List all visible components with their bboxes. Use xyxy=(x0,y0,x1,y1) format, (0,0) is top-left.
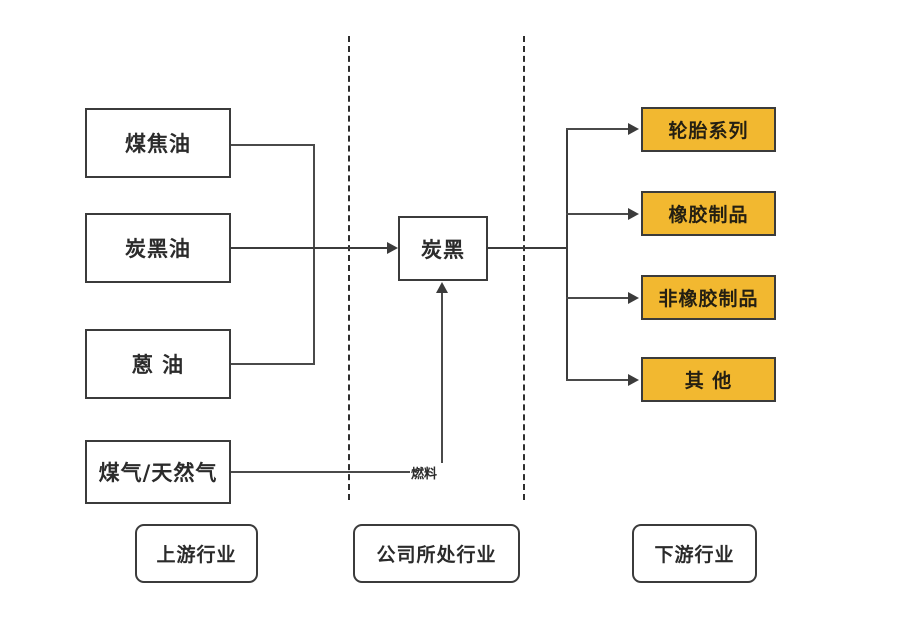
connector-branch-others xyxy=(566,379,630,381)
legend-label: 上游行业 xyxy=(156,544,237,566)
node-anthracene-oil[interactable]: 蒽 油 xyxy=(85,329,231,399)
legend-downstream-industry[interactable]: 下游行业 xyxy=(632,524,757,583)
node-label: 轮胎系列 xyxy=(668,120,749,142)
node-carbon-black-oil[interactable]: 炭黑油 xyxy=(85,213,231,283)
node-label: 非橡胶制品 xyxy=(658,288,759,310)
arrowhead-others xyxy=(628,374,639,386)
legend-upstream-industry[interactable]: 上游行业 xyxy=(135,524,258,583)
divider-upstream-core xyxy=(348,36,350,500)
arrowhead-tire xyxy=(628,123,639,135)
connector-downstream-bus xyxy=(566,128,568,380)
legend-company-industry[interactable]: 公司所处行业 xyxy=(353,524,520,583)
node-carbon-black[interactable]: 炭黑 xyxy=(398,216,488,281)
node-label: 煤焦油 xyxy=(125,132,191,156)
connector-branch-tire xyxy=(566,128,630,130)
node-tire-series[interactable]: 轮胎系列 xyxy=(641,107,776,152)
connector-branch-rubber xyxy=(566,213,630,215)
connector-upstream-trunk xyxy=(231,247,389,249)
divider-core-downstream xyxy=(523,36,525,500)
node-coal-tar[interactable]: 煤焦油 xyxy=(85,108,231,178)
connector-anthracene-horizontal xyxy=(231,363,315,365)
node-gas-natural-gas[interactable]: 煤气/天然气 xyxy=(85,440,231,504)
node-label: 煤气/天然气 xyxy=(98,461,218,485)
legend-label: 下游行业 xyxy=(654,544,735,566)
node-label: 橡胶制品 xyxy=(668,204,749,226)
node-rubber-products[interactable]: 橡胶制品 xyxy=(641,191,776,236)
connector-coal-tar-horizontal xyxy=(231,144,315,146)
arrowhead-fuel-into-carbon-black xyxy=(436,282,448,293)
connector-upstream-merge-bus xyxy=(313,144,315,365)
connector-branch-non-rubber xyxy=(566,297,630,299)
connector-fuel-vertical xyxy=(441,293,443,463)
connector-fuel-horizontal xyxy=(231,471,411,473)
arrowhead-non-rubber xyxy=(628,292,639,304)
node-label: 蒽 油 xyxy=(131,353,185,377)
arrowhead-into-carbon-black xyxy=(387,242,398,254)
node-others[interactable]: 其 他 xyxy=(641,357,776,402)
connector-core-outlet xyxy=(488,247,568,249)
node-label: 炭黑油 xyxy=(125,237,191,261)
legend-label: 公司所处行业 xyxy=(376,544,497,566)
node-non-rubber-products[interactable]: 非橡胶制品 xyxy=(641,275,776,320)
node-label: 炭黑 xyxy=(421,237,465,262)
arrowhead-rubber xyxy=(628,208,639,220)
node-label: 其 他 xyxy=(684,370,733,392)
edge-label-fuel: 燃料 xyxy=(410,463,439,482)
